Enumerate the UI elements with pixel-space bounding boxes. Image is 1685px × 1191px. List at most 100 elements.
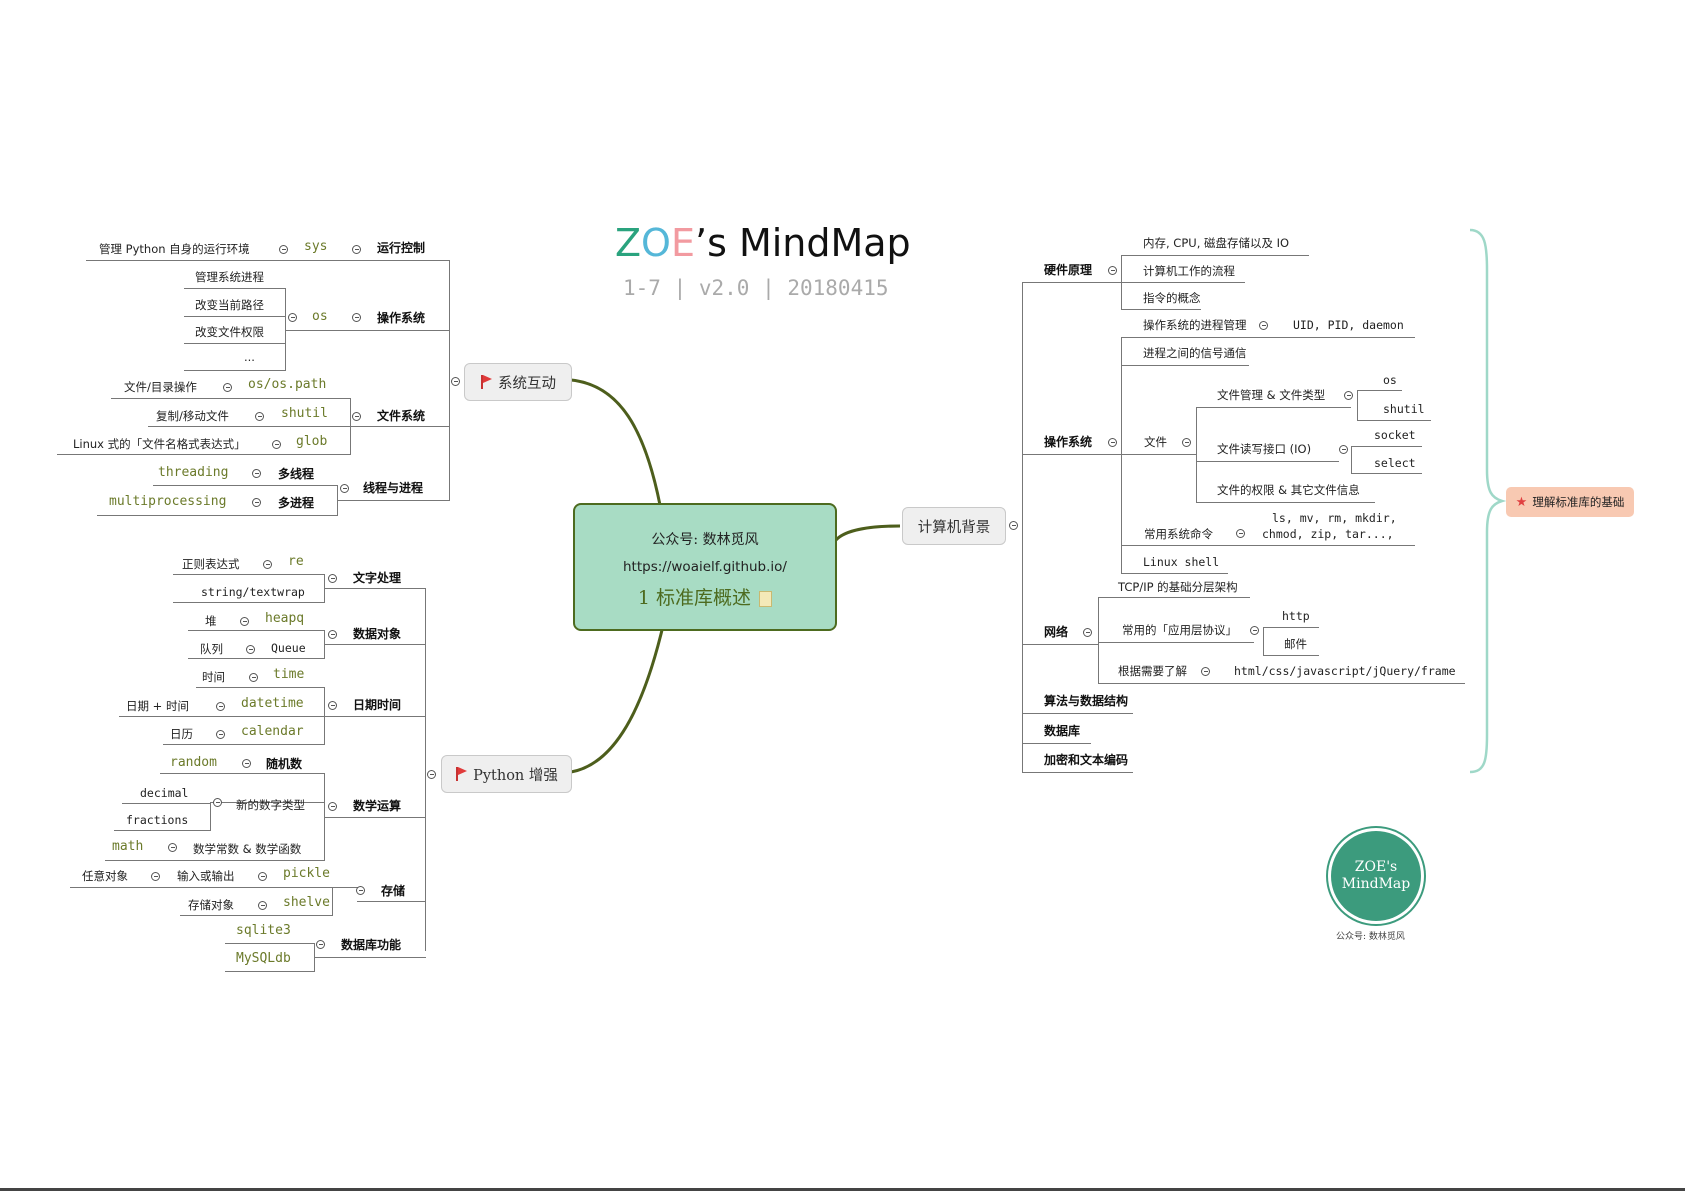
connector: [1022, 282, 1122, 283]
label-algo: 算法与数据结构: [1044, 694, 1129, 708]
connector: [173, 574, 325, 575]
label-os-right: 操作系统: [1044, 435, 1093, 449]
connector: [122, 803, 211, 804]
collapse-toggle[interactable]: [356, 886, 365, 895]
star-icon: ★: [1515, 494, 1528, 510]
collapse-toggle[interactable]: [1108, 438, 1117, 447]
collapse-toggle[interactable]: [168, 843, 177, 852]
note-icon[interactable]: [759, 591, 773, 607]
collapse-toggle[interactable]: [316, 940, 325, 949]
collapse-toggle[interactable]: [240, 617, 249, 626]
network-tcpip: TCP/IP 的基础分层架构: [1118, 580, 1238, 594]
collapse-toggle[interactable]: [328, 574, 337, 583]
page-title: ZOE’s MindMap: [615, 221, 911, 265]
runtime-desc: 管理 Python 自身的运行环境: [99, 242, 250, 256]
page-subtitle: 1-7 | v2.0 | 20180415: [623, 276, 889, 300]
module-glob: glob: [296, 434, 328, 449]
fs-desc: 复制/移动文件: [156, 409, 229, 423]
module-datetime: datetime: [241, 696, 304, 711]
label-hardware: 硬件原理: [1044, 263, 1093, 277]
collapse-toggle[interactable]: [1108, 266, 1117, 275]
topic-computer-background[interactable]: 计算机背景: [902, 507, 1006, 545]
central-topic[interactable]: 公众号: 数林觅风 https://woaielf.github.io/ 1 标…: [573, 503, 837, 631]
branch-curve-python: [570, 629, 664, 774]
connector: [225, 971, 315, 972]
collapse-toggle[interactable]: [1250, 626, 1259, 635]
topic-python-enhance[interactable]: Python 增强: [441, 755, 572, 793]
file-mgmt-item: os: [1383, 373, 1397, 387]
collapse-toggle[interactable]: [249, 673, 258, 682]
connector: [1022, 713, 1133, 714]
connector: [57, 454, 351, 455]
label-database: 数据库: [1044, 724, 1081, 738]
module-os-path: os/os.path: [248, 377, 327, 392]
collapse-toggle[interactable]: [213, 798, 222, 807]
date-desc: 日期 + 时间: [126, 699, 189, 713]
collapse-toggle[interactable]: [252, 498, 261, 507]
collapse-toggle[interactable]: [1259, 321, 1268, 330]
collapse-toggle[interactable]: [223, 383, 232, 392]
connector: [184, 370, 286, 371]
collapse-toggle[interactable]: [288, 313, 297, 322]
math-random-desc: 随机数: [266, 757, 303, 771]
connector: [1022, 772, 1133, 773]
os-item: 改变当前路径: [195, 298, 264, 312]
collapse-toggle[interactable]: [252, 469, 261, 478]
label-text: 文字处理: [353, 571, 402, 585]
collapse-toggle[interactable]: [255, 412, 264, 421]
collapse-toggle[interactable]: [352, 245, 361, 254]
collapse-toggle[interactable]: [328, 630, 337, 639]
collapse-toggle-python[interactable]: [427, 770, 436, 779]
connector: [1098, 597, 1250, 598]
connector: [332, 887, 333, 915]
connector: [180, 915, 333, 916]
collapse-toggle[interactable]: [1236, 529, 1245, 538]
collapse-toggle[interactable]: [352, 412, 361, 421]
collapse-toggle[interactable]: [216, 730, 225, 739]
topic-sys-interaction[interactable]: 系统互动: [464, 363, 572, 401]
connector: [1121, 545, 1415, 546]
label-storage: 存储: [381, 884, 406, 898]
collapse-toggle[interactable]: [328, 701, 337, 710]
os-file-perm: 文件的权限 & 其它文件信息: [1217, 483, 1360, 497]
connector: [285, 288, 286, 370]
module-string-textwrap: string/textwrap: [201, 585, 305, 599]
collapse-toggle[interactable]: [246, 645, 255, 654]
topic-label: 系统互动: [498, 375, 556, 392]
collapse-toggle[interactable]: [242, 759, 251, 768]
thread-desc: 多进程: [278, 496, 315, 510]
collapse-toggle[interactable]: [340, 484, 349, 493]
collapse-toggle[interactable]: [216, 702, 225, 711]
collapse-toggle[interactable]: [263, 560, 272, 569]
connector: [337, 500, 450, 501]
connector: [225, 943, 315, 944]
collapse-toggle[interactable]: [258, 901, 267, 910]
connector: [425, 588, 426, 951]
collapse-toggle[interactable]: [151, 872, 160, 881]
collapse-toggle[interactable]: [1182, 438, 1191, 447]
connector: [1098, 642, 1254, 643]
collapse-toggle-computer[interactable]: [1009, 521, 1018, 530]
collapse-toggle[interactable]: [352, 313, 361, 322]
module-calendar: calendar: [241, 724, 304, 739]
collapse-toggle[interactable]: [1083, 628, 1092, 637]
collapse-toggle[interactable]: [258, 872, 267, 881]
collapse-toggle[interactable]: [1339, 445, 1348, 454]
connector: [97, 515, 338, 516]
collapse-toggle[interactable]: [272, 440, 281, 449]
seal-line: ZOE's: [1354, 859, 1398, 875]
collapse-toggle[interactable]: [1344, 391, 1353, 400]
collapse-toggle-sys[interactable]: [451, 377, 460, 386]
connector: [1121, 309, 1201, 310]
summary-tag[interactable]: ★理解标准库的基础: [1506, 487, 1634, 517]
collapse-toggle[interactable]: [279, 245, 288, 254]
collapse-toggle[interactable]: [328, 802, 337, 811]
connector: [1196, 461, 1339, 462]
label-math: 数学运算: [353, 799, 402, 813]
connector: [114, 830, 211, 831]
connector: [324, 644, 426, 645]
collapse-toggle[interactable]: [1201, 667, 1210, 676]
network-learn-items: html/css/javascript/jQuery/frame: [1234, 664, 1456, 678]
module-re: re: [288, 554, 304, 569]
network-app-item: 邮件: [1284, 637, 1307, 651]
